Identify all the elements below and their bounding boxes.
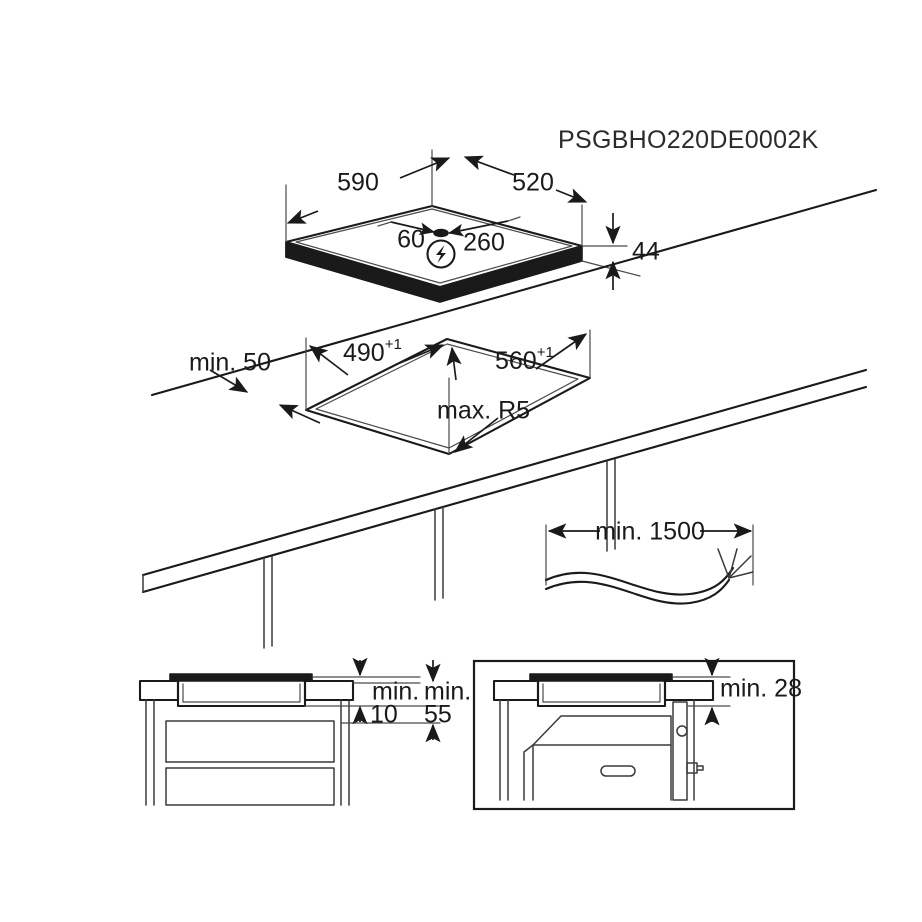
hob-glass-section-left	[169, 673, 313, 682]
cable-lower-strand	[544, 578, 731, 605]
worktop-leg-middle	[434, 506, 444, 601]
section-oven-frame	[472, 659, 796, 811]
dim-label-edge-distance: min. 50	[189, 349, 271, 377]
dim-label-clearance-10-value: 10	[370, 701, 398, 729]
dim-label-depth-520: 520	[512, 169, 554, 197]
dim-label-clearance-28: min. 28	[720, 675, 802, 703]
oven-handle-icon	[600, 765, 636, 777]
cable-group	[544, 523, 754, 605]
drawer-upper	[165, 720, 335, 763]
worktop-leg-right	[606, 458, 616, 552]
section-oven-group	[492, 673, 715, 801]
dim-cutout-width-490	[305, 337, 445, 411]
cable-wire-ends	[717, 548, 754, 579]
hob-body-inner-right	[542, 683, 661, 703]
dim-connection-offsets	[377, 216, 521, 237]
cable-upper-strand	[544, 566, 735, 596]
hob-body-inner-left	[182, 683, 301, 703]
dim-label-cutout-width: 490+1	[343, 336, 402, 367]
dim-label-width-590: 590	[337, 169, 379, 197]
hob-glass-section-right	[529, 673, 673, 682]
dim-edge-distance-50	[209, 369, 321, 424]
hob-isometric-group	[284, 204, 584, 303]
lightning-bolt-icon	[436, 245, 446, 263]
worktop-top-surface-front	[141, 368, 868, 577]
cabinet-left-wall	[145, 699, 155, 806]
worktop-slab-right-oven	[663, 679, 715, 702]
dim-depth-520	[463, 155, 588, 247]
worktop-slab-left	[138, 679, 180, 702]
section-drawers-group	[138, 673, 355, 806]
electrical-symbol-circle	[426, 239, 456, 269]
hob-glass-top	[284, 204, 584, 289]
oven-screw-icon	[686, 762, 704, 774]
dim-clearance-10-55	[304, 657, 441, 743]
dim-corner-radius-R5	[448, 377, 499, 455]
dim-clearance-28	[671, 657, 731, 726]
dim-cutout-depth-560	[446, 329, 591, 381]
drawer-lower	[165, 767, 335, 806]
connection-point-marker	[433, 228, 449, 238]
dim-label-clearance-10-prefix: min.	[372, 678, 419, 706]
electrical-symbol-group	[426, 239, 456, 269]
oven-side-panel	[672, 701, 688, 801]
page-title: PSGBHO220DE0002K	[558, 126, 819, 154]
dim-width-590	[285, 149, 451, 243]
dim-label-offset-60: 60	[397, 226, 425, 254]
oven-knob-icon	[676, 725, 688, 737]
dim-label-cutout-depth: 560+1	[495, 344, 554, 375]
dim-label-cable-length: min. 1500	[595, 518, 705, 546]
oven-front-foot	[523, 744, 534, 801]
hob-bevel-line	[295, 208, 573, 284]
dim-label-clearance-55-value: 55	[424, 701, 452, 729]
cutout-inner-edge	[315, 343, 579, 449]
dim-label-offset-260: 260	[463, 229, 505, 257]
worktop-leg-left	[263, 555, 273, 649]
dim-label-height-44: 44	[632, 238, 660, 266]
worktop-slab-right	[303, 679, 355, 702]
hob-body-section-right	[536, 679, 667, 708]
cabinet-left-wall-oven	[499, 699, 509, 801]
cabinet-right-wall	[340, 699, 350, 806]
dim-label-clearance-55-prefix: min.	[424, 678, 471, 706]
worktop-top-surface-back	[150, 188, 878, 397]
hob-body-section-left	[176, 679, 307, 708]
oven-body	[532, 715, 672, 801]
dim-height-44	[581, 213, 641, 290]
dim-label-corner-radius: max. R5	[437, 397, 530, 425]
worktop-slab-left-oven	[492, 679, 540, 702]
